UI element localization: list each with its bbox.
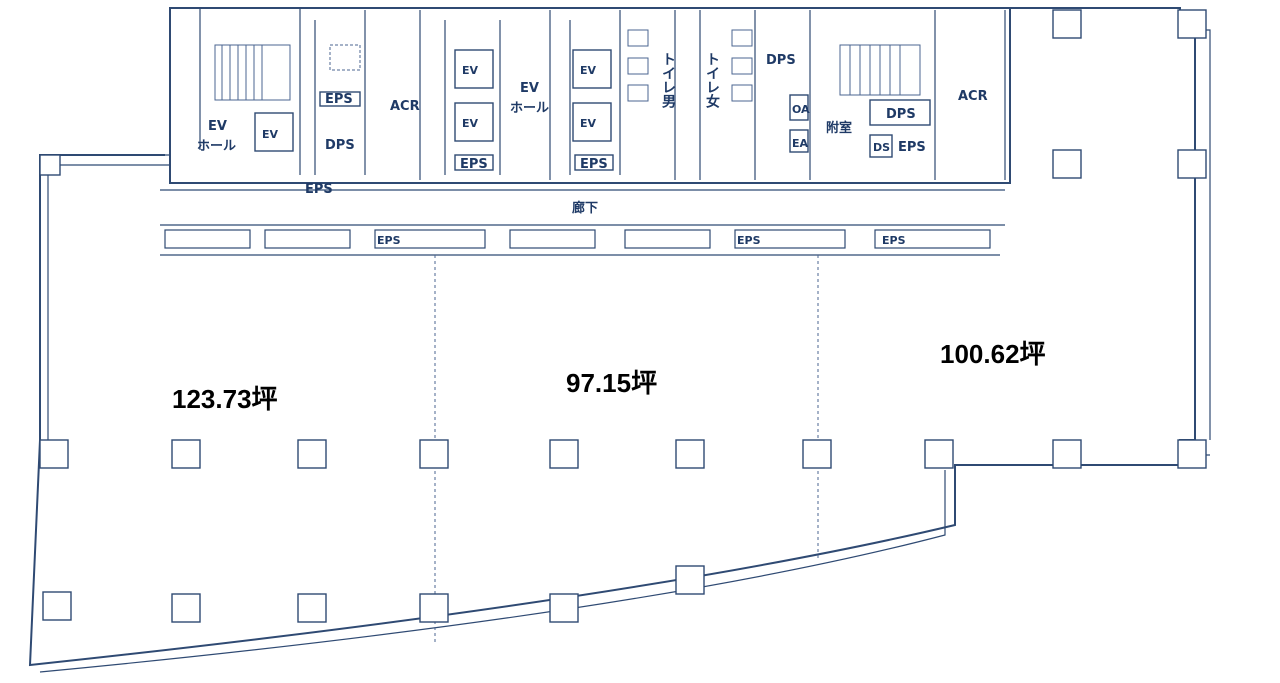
- dps-label: DPS: [766, 53, 796, 68]
- ds-label: DS: [873, 141, 890, 154]
- acr-label: ACR: [958, 89, 988, 104]
- corner-column: [39, 154, 61, 176]
- annex-label: 附室: [826, 120, 852, 136]
- elevator-car: [454, 49, 494, 89]
- eps-label: EPS: [737, 234, 761, 247]
- eps-label: EPS: [377, 234, 401, 247]
- eps-label: EPS: [305, 182, 333, 197]
- elevator-car: [454, 102, 494, 142]
- dps-label: DPS: [325, 138, 355, 153]
- toilet-m-label: トイレ男: [660, 52, 676, 109]
- ev-label: EV: [462, 64, 479, 77]
- elevator-car: [254, 112, 294, 152]
- dps-label: DPS: [886, 107, 916, 122]
- ea-label: EA: [792, 137, 809, 150]
- ev-label: EV: [580, 64, 597, 77]
- ev-label: EV: [580, 117, 597, 130]
- area-east-label: 100.62坪: [940, 339, 1046, 369]
- columns: [39, 9, 1207, 623]
- core-block: [160, 7, 1011, 256]
- eps-label: EPS: [460, 157, 488, 172]
- acr-label: ACR: [390, 99, 420, 114]
- area-middle-label: 97.15坪: [566, 368, 657, 398]
- elevator-car: [572, 102, 612, 142]
- eps-label: EPS: [882, 234, 906, 247]
- area-west-label: 123.73坪: [172, 384, 278, 414]
- eps-label: EPS: [325, 92, 353, 107]
- oa-label: OA: [792, 103, 810, 116]
- ev-label: EV: [462, 117, 479, 130]
- corridor-label: 廊下: [572, 200, 598, 216]
- ev-label: EV: [262, 128, 279, 141]
- elevator-car: [572, 49, 612, 89]
- toilet-f-label: トイレ女: [704, 52, 720, 109]
- eps-label: EPS: [580, 157, 608, 172]
- eps-label: EPS: [898, 140, 926, 155]
